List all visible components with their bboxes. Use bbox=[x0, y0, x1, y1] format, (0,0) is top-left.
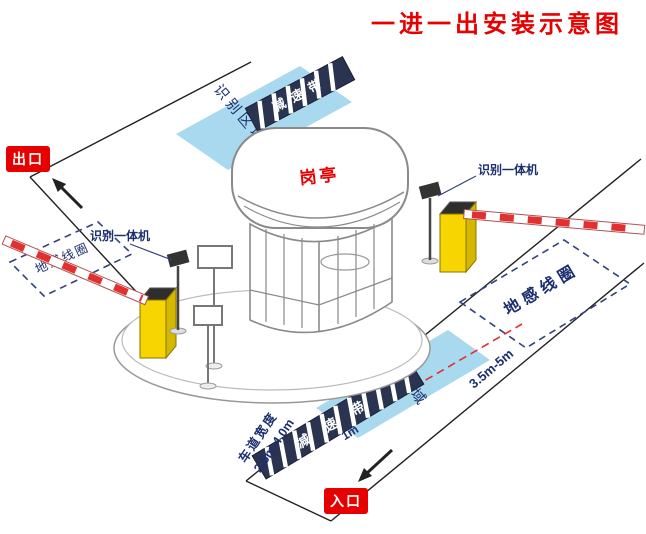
booth-roof-eave-inner bbox=[243, 201, 401, 228]
sign-board-2 bbox=[193, 305, 223, 390]
camera-left-head-icon bbox=[166, 249, 190, 268]
recognition-machine-callout-right: 识别一体机 bbox=[437, 162, 538, 197]
speed-bump-top-stripes bbox=[257, 63, 336, 129]
barrier-left-arm-stripes bbox=[9, 239, 144, 302]
entrance-badge: 入口 bbox=[324, 488, 368, 514]
booth-window-mullions-right bbox=[337, 224, 375, 324]
barrier-left-side bbox=[165, 286, 177, 360]
entrance-badge-label: 入口 bbox=[330, 493, 362, 509]
ground-coil-left-outline bbox=[8, 221, 134, 297]
camera-post-left bbox=[166, 249, 190, 335]
callout-line-right bbox=[437, 175, 477, 197]
exit-lane-edge bbox=[29, 61, 252, 178]
exit-lane-side-boundary bbox=[29, 176, 144, 300]
camera-right-head-icon bbox=[418, 181, 442, 200]
exit-arrow-shaft bbox=[56, 182, 84, 210]
entrance-lane-edge-lower bbox=[330, 262, 645, 522]
barrier-gate-right bbox=[438, 200, 646, 274]
entrance-badge-bg bbox=[324, 488, 368, 514]
booth-body bbox=[249, 216, 393, 334]
sign-board-2-base bbox=[199, 382, 217, 390]
barrier-gate-left bbox=[1, 235, 178, 360]
exit-badge: 出口 bbox=[6, 146, 50, 172]
exit-badge-label: 出口 bbox=[12, 151, 44, 167]
ground-coil-right: 地感线圈 bbox=[458, 239, 632, 349]
callout-line-left bbox=[129, 243, 173, 261]
barrier-left-cabinet bbox=[139, 299, 167, 359]
entrance-lane-endcap bbox=[245, 480, 332, 522]
sign-board-2-panel bbox=[193, 305, 223, 326]
exit-direction-arrow bbox=[52, 178, 84, 210]
sign-board-1-panel bbox=[197, 245, 233, 269]
booth-window-mullions-left bbox=[265, 229, 303, 328]
ground-coil-right-outline bbox=[458, 239, 632, 349]
barrier-right-cabinet bbox=[439, 213, 467, 273]
booth-window-sill bbox=[249, 277, 393, 306]
page-title: 一进一出安装示意图 bbox=[371, 10, 623, 38]
recognition-machine-callout-left: 识别一体机 bbox=[90, 228, 173, 261]
booth-label: 岗亭 bbox=[298, 164, 340, 188]
speed-bump-bottom-stripes bbox=[264, 364, 412, 476]
recognition-machine-right-label: 识别一体机 bbox=[478, 162, 538, 177]
entrance-arrow-shaft bbox=[364, 448, 394, 476]
guard-booth: 岗亭 bbox=[113, 127, 431, 404]
recognition-machine-left-label: 识别一体机 bbox=[90, 228, 150, 243]
booth-roof-eave bbox=[237, 191, 405, 219]
booth-roof bbox=[231, 127, 409, 229]
booth-counter-table bbox=[320, 253, 370, 271]
exit-arrow-head-icon bbox=[52, 178, 67, 192]
camera-post-right bbox=[418, 181, 442, 265]
exit-badge-bg bbox=[6, 146, 50, 172]
entrance-arrow-head-icon bbox=[358, 468, 372, 482]
sign-board-1-base bbox=[205, 362, 223, 370]
entrance-direction-arrow bbox=[358, 448, 394, 482]
ground-coil-right-label: 地感线圈 bbox=[500, 260, 582, 320]
